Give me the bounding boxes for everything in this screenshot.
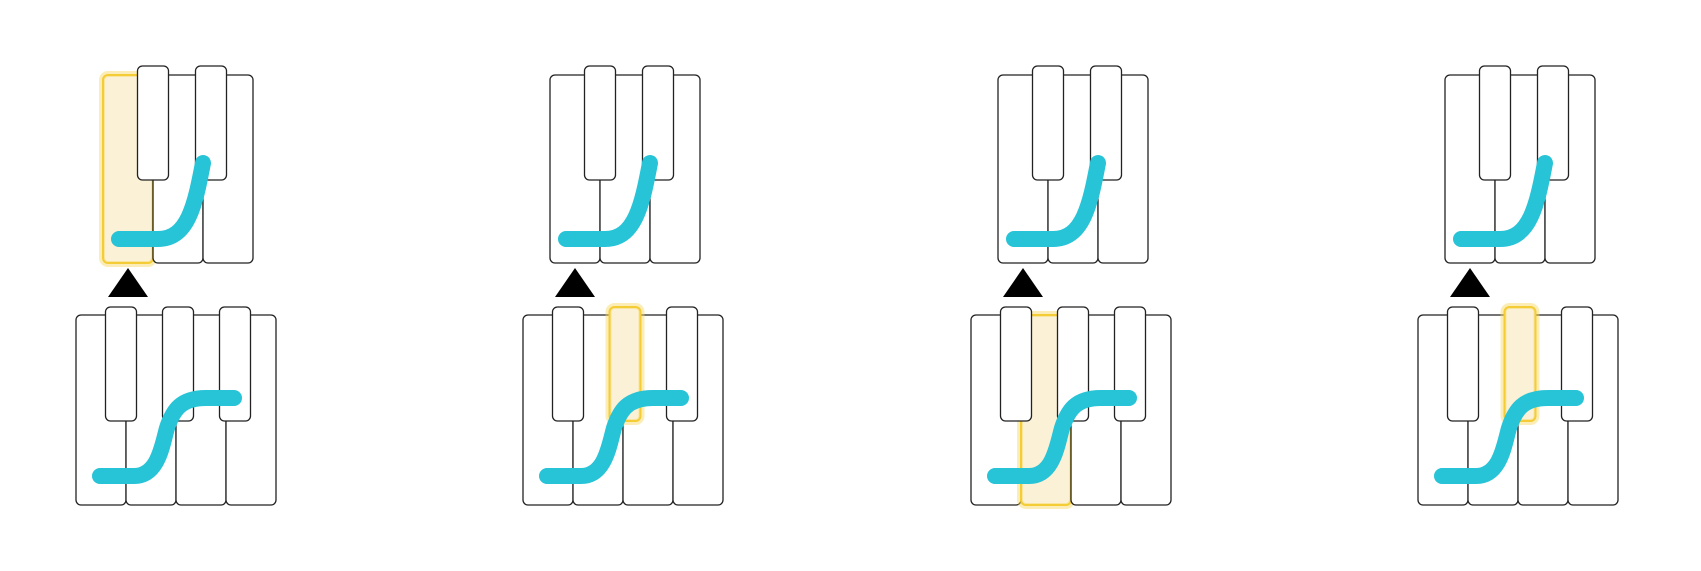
panel-2-top-black-key-1 bbox=[583, 65, 617, 181]
panel-2-top-black-key-2 bbox=[641, 65, 675, 181]
panel-4-up-arrow bbox=[1450, 268, 1490, 297]
panel-1-bottom-black-key-1 bbox=[104, 306, 138, 422]
panel-1 bbox=[75, 65, 277, 506]
panel-3 bbox=[970, 65, 1172, 509]
panel-4-bottom-black-key-1 bbox=[1446, 306, 1480, 422]
panel-3-top-curve bbox=[1006, 155, 1106, 247]
panel-1-top-black-key-1 bbox=[136, 65, 170, 181]
panel-4 bbox=[1417, 65, 1619, 506]
panel-3-bottom-curve bbox=[987, 390, 1137, 484]
panel-1-top-curve bbox=[111, 155, 211, 247]
panel-4-bottom-curve bbox=[1434, 390, 1584, 484]
panel-1-up-arrow bbox=[108, 268, 148, 297]
panel-4-top-black-key-1 bbox=[1478, 65, 1512, 181]
panel-2-top-curve bbox=[558, 155, 658, 247]
panel-2 bbox=[522, 65, 724, 506]
panel-3-bottom-black-key-1 bbox=[999, 306, 1033, 422]
panel-2-bottom-curve bbox=[539, 390, 689, 484]
panel-4-top-curve bbox=[1453, 155, 1553, 247]
panel-2-bottom-black-key-glow bbox=[605, 303, 645, 425]
panel-2-up-arrow bbox=[555, 268, 595, 297]
panel-1-top-black-key-2 bbox=[194, 65, 228, 181]
panel-4-bottom-black-key-glow bbox=[1500, 303, 1540, 425]
panel-1-bottom-curve bbox=[92, 390, 242, 484]
panel-3-top-black-key-1 bbox=[1031, 65, 1065, 181]
panel-4-top-black-key-2 bbox=[1536, 65, 1570, 181]
panel-3-top-black-key-2 bbox=[1089, 65, 1123, 181]
panel-2-bottom-black-key-1 bbox=[551, 306, 585, 422]
panel-3-up-arrow bbox=[1003, 268, 1043, 297]
